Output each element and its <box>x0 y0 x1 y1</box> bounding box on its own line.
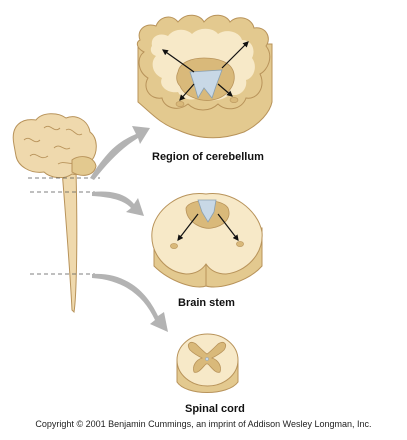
spinal-cord-outline <box>61 169 78 314</box>
label-region-of-cerebellum: Region of cerebellum <box>152 151 264 163</box>
cerebellum-nucleus-right <box>229 97 239 103</box>
migration-arrow-right <box>217 213 239 241</box>
guide-arrow-cerebellum <box>90 126 150 180</box>
migration-arrow-upper-left <box>162 49 195 73</box>
guide-arrow-spinal <box>92 273 168 332</box>
brainstem-nucleus-left <box>170 243 178 249</box>
brainstem-nucleus-right <box>236 241 244 247</box>
migration-arrow-left <box>177 213 199 241</box>
brain-illustration <box>12 113 97 314</box>
central-canal <box>205 357 209 361</box>
guide-arrow-brainstem <box>92 191 144 216</box>
migration-arrow-lower-right <box>217 83 233 97</box>
section-lines <box>28 177 100 275</box>
copyright-notice: Copyright © 2001 Benjamin Cummings, an i… <box>35 419 372 429</box>
brainstem-ventricle <box>197 199 217 223</box>
label-spinal-cord: Spinal cord <box>185 403 245 415</box>
guide-arrows <box>90 126 168 332</box>
brain-gyri <box>23 125 83 165</box>
cerebellum-nucleus-left <box>175 101 185 107</box>
cerebellum-section <box>136 14 273 139</box>
migration-arrow-lower-left <box>179 83 195 101</box>
migration-arrow-upper-right <box>221 41 249 69</box>
brainstem-section <box>151 192 263 288</box>
spinal-cord-section <box>176 333 239 393</box>
label-brain-stem: Brain stem <box>178 297 235 309</box>
fourth-ventricle <box>189 69 223 99</box>
cerebellum <box>71 156 97 176</box>
